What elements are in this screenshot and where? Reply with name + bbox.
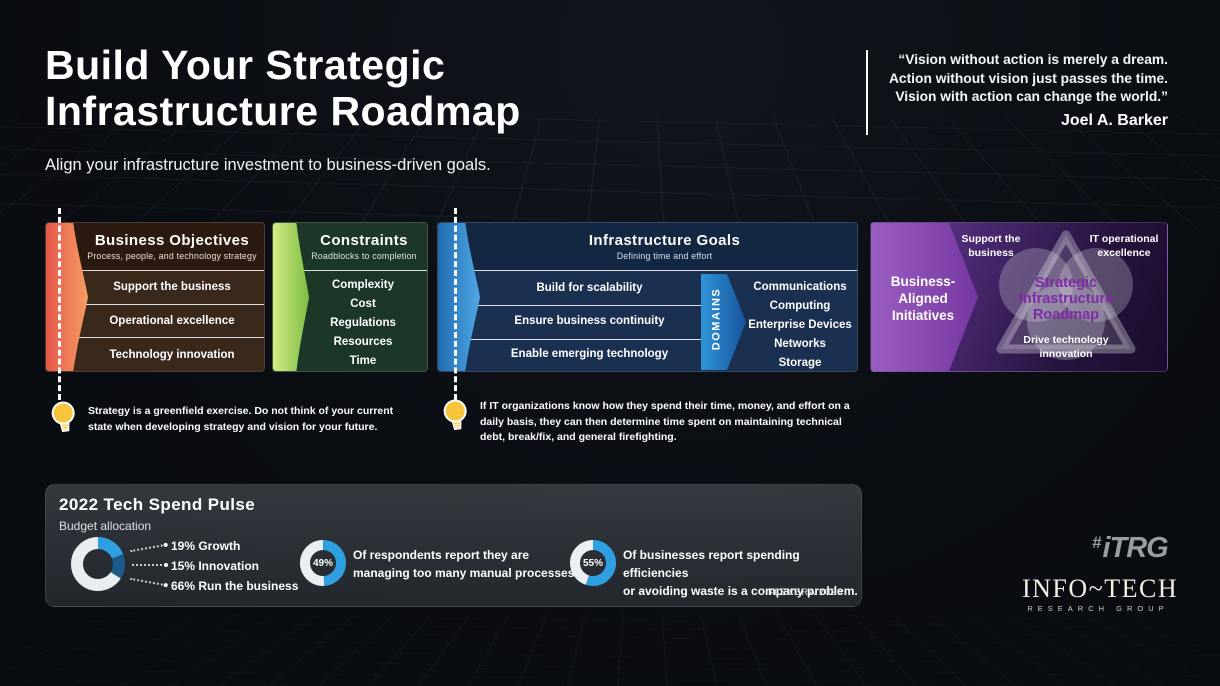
budget-allocation-donut: [71, 537, 125, 591]
objective-row: Operational excellence: [46, 303, 264, 338]
dashed-guide-line: [58, 208, 61, 400]
domain-item: Computing: [769, 300, 831, 312]
spend-title: 2022 Tech Spend Pulse: [59, 495, 256, 514]
divider: [458, 339, 701, 340]
venn-label-support-business: Support the business: [961, 233, 1021, 259]
leader-line: [130, 577, 166, 587]
constraint-item: Time: [349, 355, 377, 367]
panel-subtitle: Process, people, and technology strategy: [87, 251, 257, 261]
domains-arrow-shape: [701, 274, 746, 370]
objective-rows: Support the business Operational excelle…: [46, 271, 264, 371]
quote-block: “Vision without action is merely a dream…: [878, 51, 1168, 130]
constraint-item: Regulations: [330, 317, 396, 329]
panel-constraints: Constraints Roadblocks to completion Com…: [272, 222, 428, 372]
divider: [458, 305, 701, 306]
goal-label: Ensure business continuity: [514, 314, 665, 327]
panel-header: Business Objectives Process, people, and…: [46, 223, 264, 270]
stat-text: Of respondents report they are managing …: [353, 548, 578, 580]
domain-item: Networks: [774, 338, 826, 350]
legend-item: 19% Growth: [171, 539, 241, 553]
tip-text: If IT organizations know how they spend …: [480, 400, 850, 443]
spending-efficiency-donut: [570, 540, 616, 586]
divider: [46, 270, 264, 271]
tech-spend-pulse-panel: 2022 Tech Spend Pulse Budget allocation …: [45, 484, 862, 607]
budget-legend: 19% Growth 15% Innovation 66% Run the bu…: [171, 536, 298, 596]
objective-label: Technology innovation: [109, 348, 235, 361]
lightbulb-icon: [51, 401, 75, 433]
panel-subtitle: Roadblocks to completion: [311, 251, 417, 261]
panel-title: Constraints: [320, 232, 408, 249]
quote-text: “Vision without action is merely a dream…: [888, 52, 1168, 104]
legend-item: 15% Innovation: [171, 559, 260, 573]
source-citation: FLEXERA 2020: [767, 587, 843, 597]
constraint-item: Complexity: [332, 279, 394, 291]
purple-chevron-shape: [871, 223, 978, 371]
objective-row: Technology innovation: [46, 337, 264, 371]
objective-label: Support the business: [113, 281, 231, 294]
panel-business-aligned-roadmap: Business- Aligned Initiatives Support th…: [870, 222, 1168, 372]
divider: [438, 270, 857, 271]
dashed-guide-line: [454, 208, 457, 400]
blue-curve-shape: [438, 223, 480, 371]
itrg-logo: #iTRG: [1092, 532, 1169, 565]
panel-business-objectives: Business Objectives Process, people, and…: [45, 222, 265, 372]
constraint-item: Resources: [333, 336, 393, 348]
green-curve-shape: [273, 223, 309, 371]
panel-infrastructure-goals: Infrastructure Goals Defining time and e…: [437, 222, 858, 372]
domain-list: Communications Computing Enterprise Devi…: [744, 278, 856, 371]
domain-item: Storage: [778, 357, 822, 369]
panel-subtitle: Defining time and effort: [616, 251, 713, 261]
panel-header: Infrastructure Goals Defining time and e…: [438, 223, 857, 270]
info-tech-logo: INFO~TECH: [1022, 574, 1179, 603]
tip-text: Strategy is a greenfield exercise. Do no…: [88, 405, 394, 433]
lightbulb-icon: [443, 399, 467, 431]
panel-title: Business Objectives: [94, 232, 250, 249]
stat-text: Of businesses report spending efficienci…: [623, 548, 858, 598]
donut-percentage: 55%: [582, 558, 603, 569]
panel-title: Infrastructure Goals: [588, 232, 741, 249]
constraint-item: Cost: [350, 298, 376, 310]
spend-subtitle: Budget allocation: [59, 519, 152, 533]
domain-item: Enterprise Devices: [748, 319, 852, 331]
hash-glyph: #: [1092, 533, 1102, 552]
goal-label: Enable emerging technology: [510, 348, 669, 361]
roadmap-venn-triangle: [996, 230, 1136, 360]
business-aligned-label: Business- Aligned Initiatives: [890, 273, 956, 323]
domain-item: Communications: [753, 281, 847, 293]
goal-rows: Build for scalability Ensure business co…: [478, 271, 701, 371]
page-title: Build Your Strategic Infrastructure Road…: [45, 42, 521, 134]
research-group-label: RESEARCH GROUP: [1027, 604, 1169, 613]
panel-header: Constraints Roadblocks to completion: [273, 223, 427, 270]
goal-label: Build for scalability: [536, 281, 643, 294]
legend-item: 66% Run the business: [171, 579, 299, 593]
objective-label: Operational excellence: [109, 315, 235, 327]
leader-line: [130, 543, 166, 553]
manual-processes-donut: [300, 540, 346, 586]
divider: [273, 270, 427, 271]
quote-author: Joel A. Barker: [1060, 111, 1168, 129]
strategic-roadmap-label: Strategic Infrastructure Roadmap: [1018, 275, 1114, 323]
venn-label-drive-innovation: Drive technology innovation: [1023, 334, 1109, 360]
donut-percentage: 49%: [312, 558, 333, 569]
constraint-list: Complexity Cost Regulations Resources Ti…: [303, 276, 423, 371]
background-mesh-bottom: [0, 613, 1220, 686]
quote-divider: [866, 50, 868, 135]
leader-line: [132, 563, 168, 567]
page-subtitle: Align your infrastructure investment to …: [45, 156, 491, 174]
itrg-text: iTRG: [1102, 532, 1168, 564]
orange-curve-shape: [46, 223, 88, 371]
goals-body: Build for scalability Ensure business co…: [438, 271, 857, 371]
venn-label-it-excellence: IT operational excellence: [1089, 233, 1159, 259]
